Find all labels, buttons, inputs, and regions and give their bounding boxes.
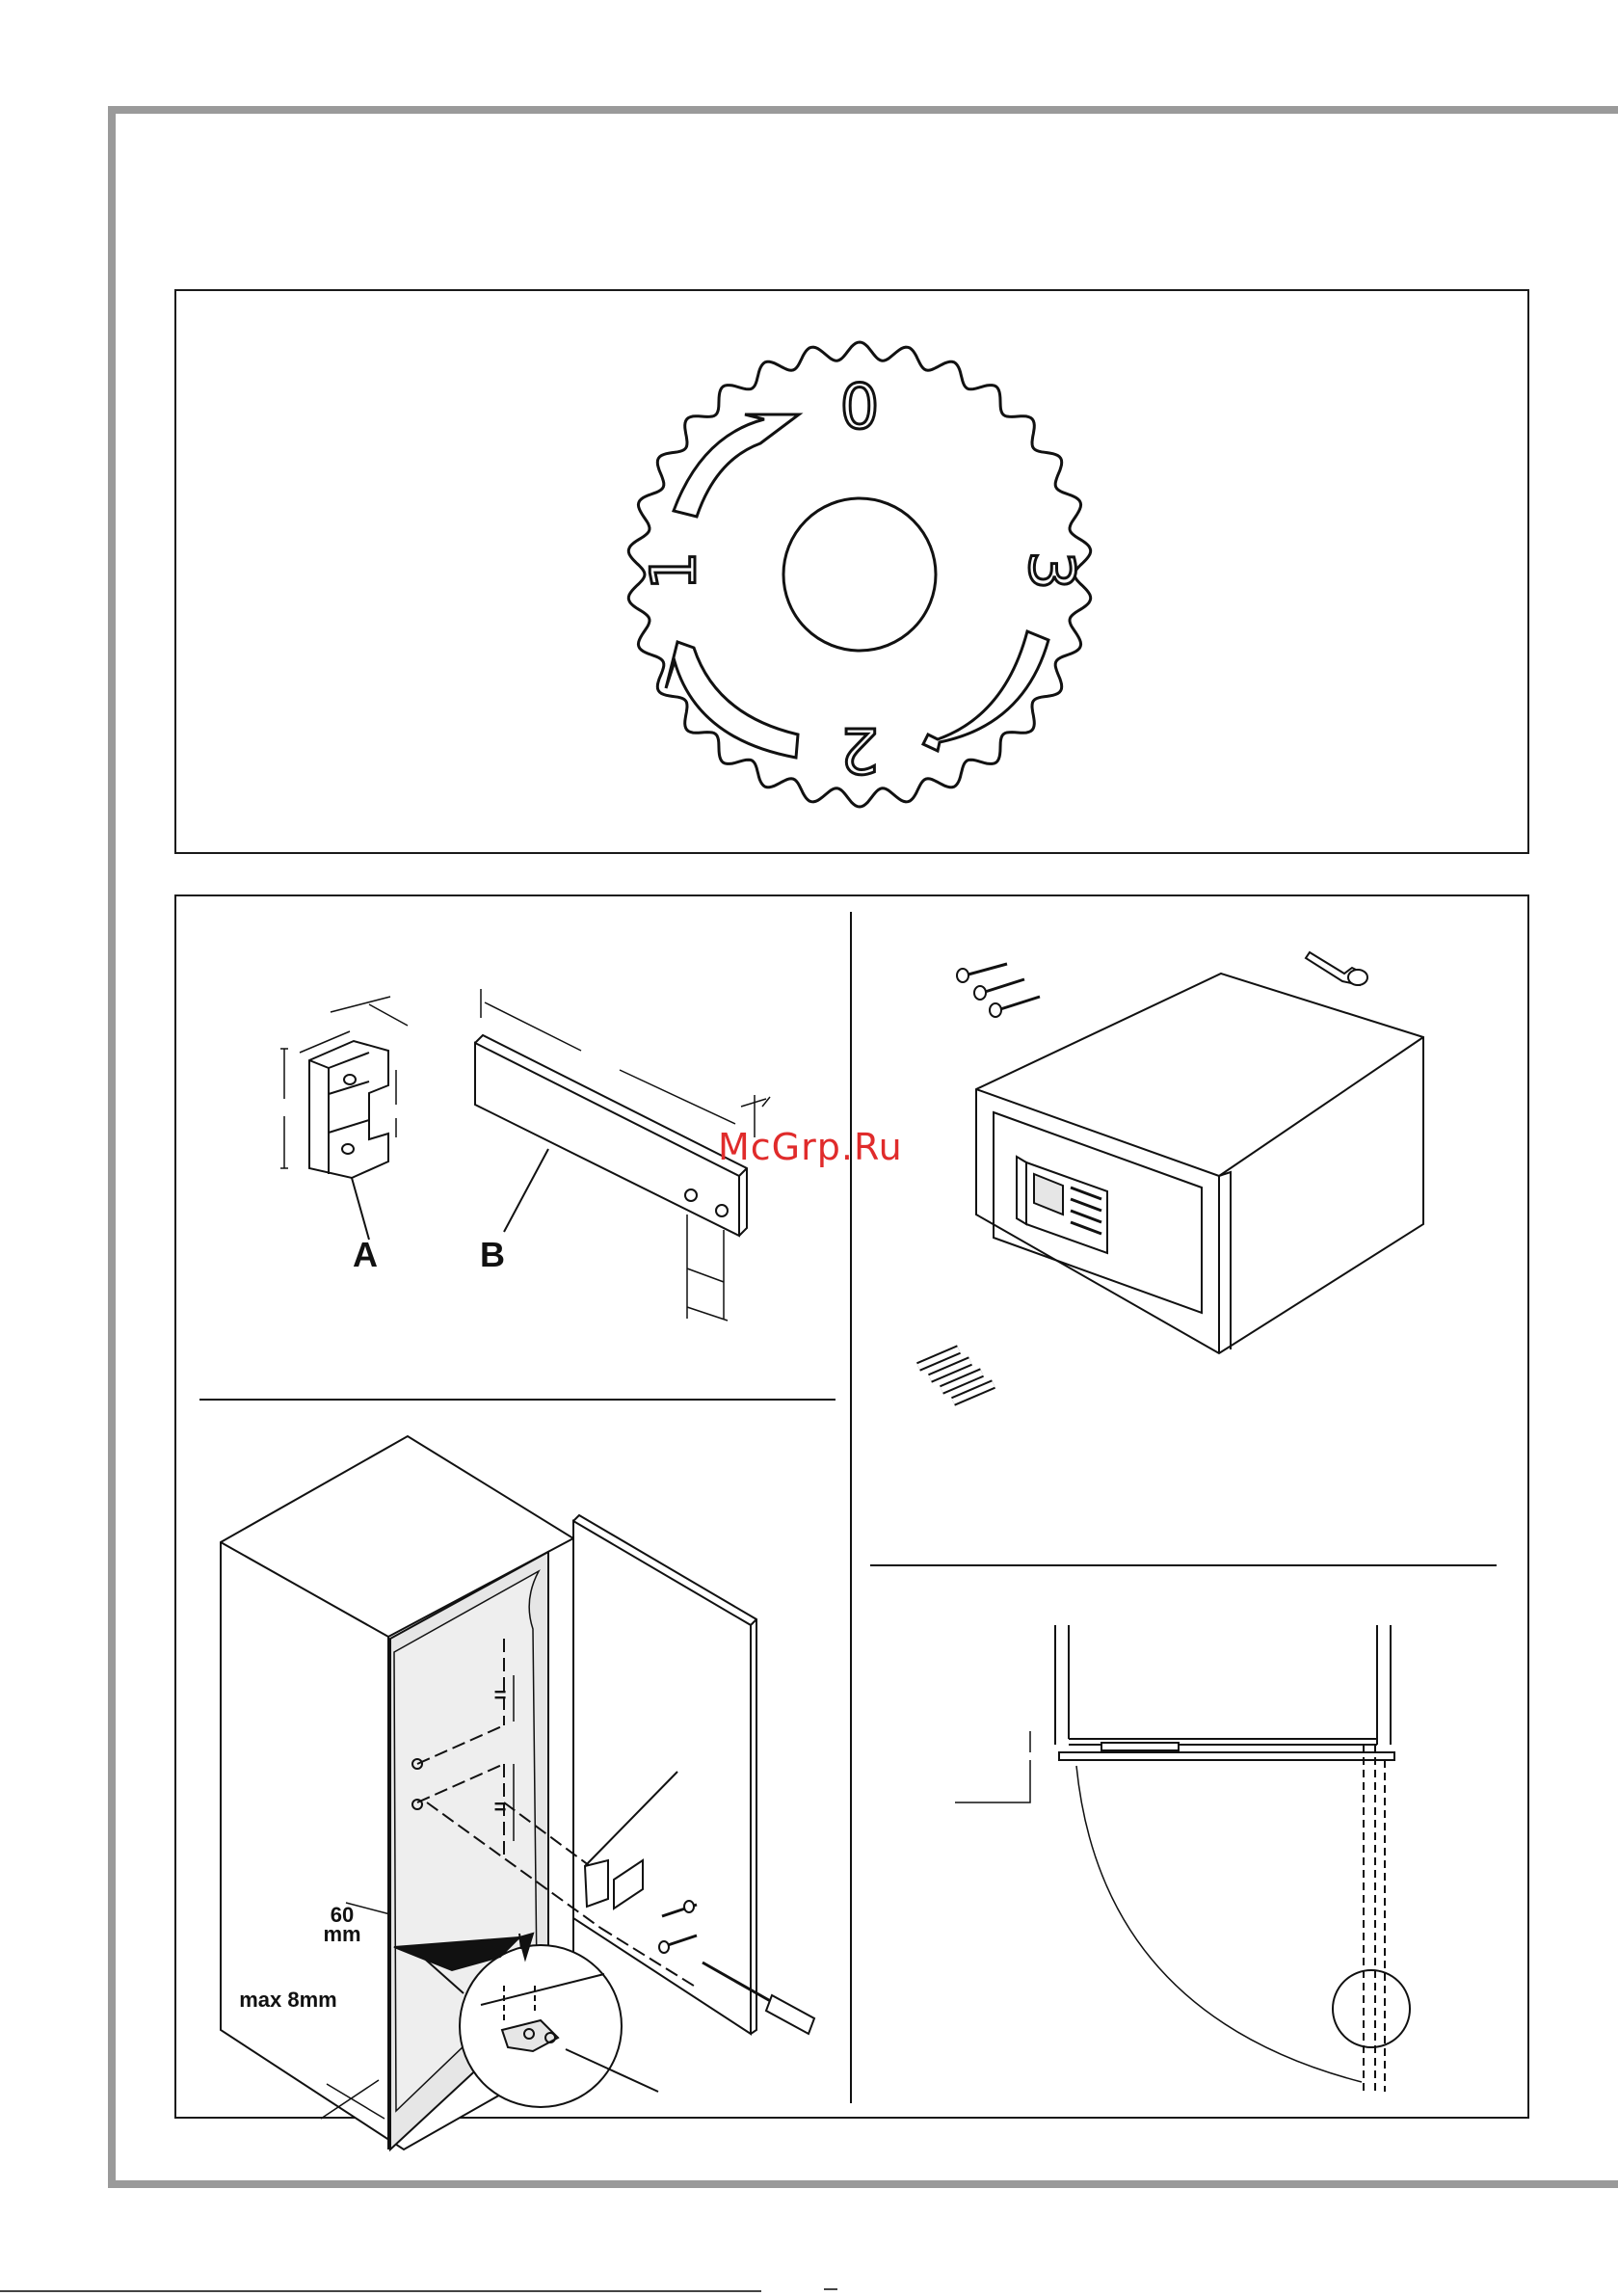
- page-frame-bottom: [108, 2180, 1618, 2188]
- dial-number-0: 0: [840, 372, 880, 443]
- dimension-mm: mm: [323, 1922, 360, 1946]
- page-frame-top: [108, 106, 1618, 114]
- thermostat-dial-panel: 0 1 2 3: [174, 289, 1529, 854]
- watermark: McGrp.Ru: [718, 1126, 903, 1168]
- installation-panel: A B: [174, 894, 1529, 2119]
- screw-icon: [974, 979, 1024, 1000]
- label-a: A: [353, 1235, 378, 1274]
- footer-mark: [824, 2288, 837, 2290]
- dimension-max-8mm: max 8mm: [239, 1988, 337, 2012]
- screws-group: [957, 964, 1040, 1017]
- footer-rule: [0, 2290, 761, 2292]
- equal-sign-lower: =: [494, 1795, 507, 1819]
- bracket-a-drawing: [280, 997, 408, 1240]
- screw-icon: [990, 997, 1040, 1017]
- installation-figures: A B: [176, 896, 1531, 2121]
- equal-sign-upper: =: [494, 1683, 507, 1707]
- dial-number-3: 3: [1015, 551, 1086, 591]
- knob-center-circle: [783, 498, 936, 651]
- safe-icon: [976, 974, 1423, 1353]
- dial-number-2: 2: [840, 713, 880, 785]
- screw-icon: [957, 964, 1007, 982]
- thermostat-dial-figure: 0 1 2 3: [176, 291, 1531, 856]
- cabinet-drawing: [221, 1436, 814, 2149]
- page-frame-left: [108, 106, 116, 2188]
- key-icon: [1306, 952, 1367, 985]
- wall-plugs-group: [918, 1349, 994, 1402]
- label-b: B: [480, 1235, 505, 1274]
- dial-number-1: 1: [639, 551, 710, 591]
- door-swing-drawing: [955, 1625, 1410, 2092]
